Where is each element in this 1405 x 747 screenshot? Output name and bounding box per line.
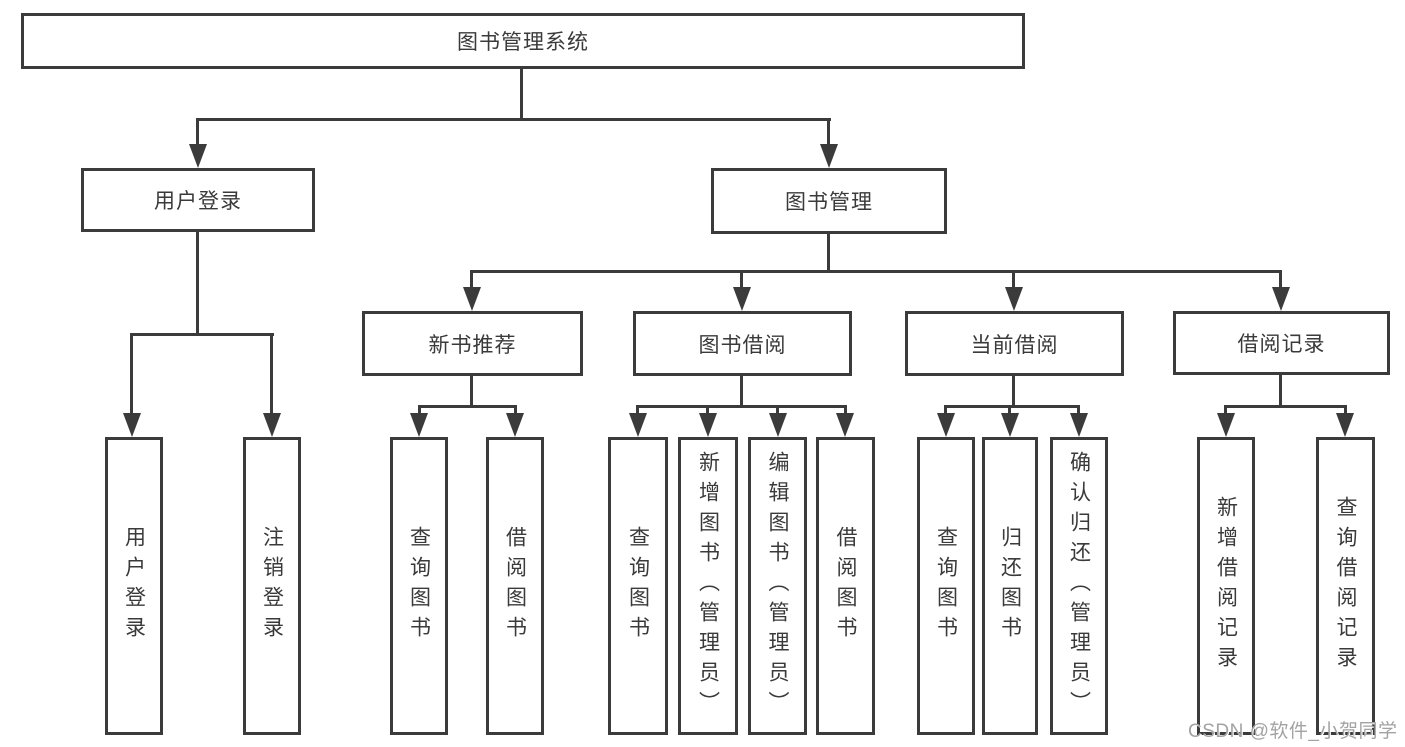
leaf-label: 用户登录 (122, 526, 146, 646)
connector-line (196, 118, 199, 146)
leaf-label: 借阅图书 (503, 526, 527, 646)
leaf-label: 查询借阅记录 (1334, 496, 1358, 676)
arrow-down-icon (506, 413, 524, 437)
leaf-label: 归还图书 (998, 526, 1022, 646)
leaf-label: 新增借阅记录 (1214, 496, 1238, 676)
arrow-down-icon (263, 413, 281, 437)
node-book-borrowing: 图书借阅 (633, 311, 852, 376)
leaf-label: 确认归还（管理员） (1067, 451, 1091, 721)
connector-line (637, 405, 846, 408)
leaf-query-book-1: 查询图书 (390, 437, 448, 735)
connector-line (740, 270, 743, 290)
leaf-add-borrow-record: 新增借阅记录 (1197, 437, 1255, 735)
leaf-add-book-admin: 新增图书（管理员） (678, 437, 738, 735)
arrow-down-icon (1005, 287, 1023, 311)
arrow-down-icon (699, 413, 717, 437)
node-label: 当前借阅 (970, 333, 1059, 357)
leaf-query-book-2: 查询图书 (608, 437, 668, 735)
node-label: 图书借阅 (698, 333, 787, 357)
leaf-label: 注销登录 (260, 526, 284, 646)
connector-line (1012, 270, 1015, 290)
connector-line (130, 333, 133, 415)
leaf-borrow-book-1: 借阅图书 (486, 437, 544, 735)
connector-line (1279, 270, 1282, 290)
connector-line (418, 405, 421, 415)
leaf-return-book: 归还图书 (982, 437, 1038, 735)
node-current-borrowing: 当前借阅 (905, 311, 1124, 376)
arrow-down-icon (1336, 413, 1354, 437)
node-new-book-recommend: 新书推荐 (362, 311, 583, 376)
node-borrow-records: 借阅记录 (1173, 311, 1390, 375)
node-label: 新书推荐 (428, 333, 517, 357)
leaf-query-book-3: 查询图书 (917, 437, 975, 735)
connector-line (514, 405, 517, 415)
connector-line (706, 405, 709, 415)
arrow-down-icon (1272, 287, 1290, 311)
connector-line (470, 270, 1282, 273)
arrow-down-icon (937, 413, 955, 437)
connector-line (1224, 405, 1227, 415)
connector-line (1012, 376, 1015, 407)
leaf-label: 借阅图书 (834, 526, 858, 646)
arrow-down-icon (463, 287, 481, 311)
connector-line (270, 333, 273, 415)
arrow-down-icon (410, 413, 428, 437)
arrow-down-icon (733, 287, 751, 311)
leaf-user-login: 用户登录 (105, 437, 163, 735)
connector-line (827, 118, 830, 146)
arrow-down-icon (1070, 413, 1088, 437)
node-label: 用户登录 (154, 190, 242, 213)
connector-line (196, 232, 199, 335)
node-user-login: 用户登录 (81, 168, 315, 232)
connector-line (944, 405, 947, 415)
leaf-query-borrow-record: 查询借阅记录 (1316, 437, 1375, 735)
connector-line (470, 270, 473, 290)
leaf-label: 查询图书 (407, 526, 431, 646)
node-system-root: 图书管理系统 (21, 13, 1025, 69)
leaf-label: 编辑图书（管理员） (766, 451, 790, 721)
node-label: 借阅记录 (1237, 333, 1326, 356)
connector-line (776, 405, 779, 415)
leaf-edit-book-admin: 编辑图书（管理员） (748, 437, 807, 735)
leaf-label: 新增图书（管理员） (696, 451, 720, 721)
connector-line (827, 234, 830, 272)
arrow-down-icon (836, 413, 854, 437)
connector-line (520, 68, 523, 121)
connector-line (844, 405, 847, 415)
node-label: 图书管理 (785, 191, 873, 214)
leaf-borrow-book-2: 借阅图书 (816, 437, 875, 735)
watermark: CSDN @软件_小贺同学 (1188, 721, 1398, 742)
connector-line (131, 333, 274, 336)
arrow-down-icon (1001, 413, 1019, 437)
connector-line (1077, 405, 1080, 415)
leaf-label: 查询图书 (626, 526, 650, 646)
node-book-management: 图书管理 (711, 168, 947, 234)
node-label: 图书管理系统 (457, 31, 589, 54)
connector-line (418, 405, 517, 408)
arrow-down-icon (189, 144, 207, 168)
connector-line (1279, 375, 1282, 407)
leaf-logout: 注销登录 (243, 437, 301, 735)
arrow-down-icon (123, 413, 141, 437)
connector-line (1225, 405, 1346, 408)
arrow-down-icon (1217, 413, 1235, 437)
connector-line (945, 405, 1080, 408)
leaf-confirm-return-admin: 确认归还（管理员） (1050, 437, 1108, 735)
connector-line (197, 118, 831, 121)
connector-line (740, 376, 743, 407)
leaf-label: 查询图书 (934, 526, 958, 646)
arrow-down-icon (820, 144, 838, 168)
connector-line (1008, 405, 1011, 415)
connector-line (470, 376, 473, 407)
connector-line (1344, 405, 1347, 415)
arrow-down-icon (769, 413, 787, 437)
connector-line (636, 405, 639, 415)
arrow-down-icon (629, 413, 647, 437)
